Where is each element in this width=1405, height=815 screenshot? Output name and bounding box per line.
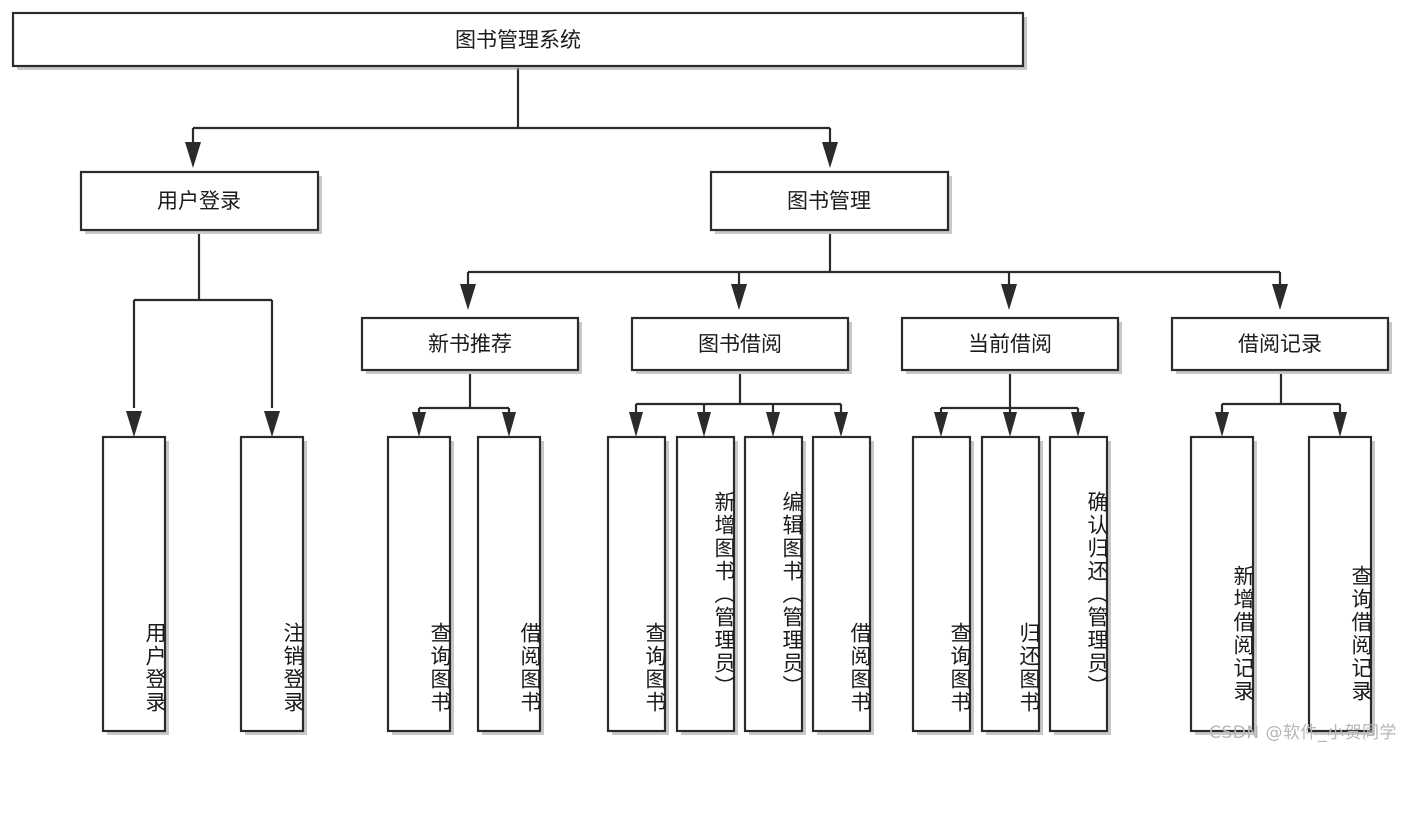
node-current-borrow-label: 当前借阅 [968, 332, 1052, 356]
arrowhead-leaf-logout [264, 411, 280, 437]
node-book-manage[interactable] [709, 170, 950, 232]
arrowhead-newbook-leaf-2 [502, 412, 516, 437]
diagram-canvas: 图书管理系统 用户登录 图书管理 新书推荐 图书借阅 当前借阅 借阅记录 [11, 11, 1397, 743]
arrowhead-book-manage [822, 142, 838, 168]
arrowhead-borrowrecord [1272, 284, 1288, 310]
arrowhead-record-leaf-2 [1333, 412, 1347, 437]
leaf-borrow-borrow[interactable] [811, 435, 872, 733]
node-new-book-recommend-label: 新书推荐 [428, 332, 512, 356]
leaf-newbook-query[interactable] [386, 435, 452, 733]
arrowhead-leaf-user-login [126, 411, 142, 437]
node-current-borrow[interactable] [900, 316, 1120, 372]
arrowhead-group [126, 142, 1347, 437]
leaf-newbook-borrow[interactable] [476, 435, 542, 733]
node-user-login[interactable] [79, 170, 320, 232]
arrowhead-borrow-leaf-4 [834, 412, 848, 437]
arrowhead-current-leaf-2 [1003, 412, 1017, 437]
arrowhead-current-leaf-3 [1071, 412, 1085, 437]
arrowhead-record-leaf-1 [1215, 412, 1229, 437]
arrowhead-borrow-leaf-2 [697, 412, 711, 437]
arrowhead-borrow-leaf-3 [766, 412, 780, 437]
node-root[interactable] [11, 11, 1025, 68]
node-book-manage-label: 图书管理 [787, 189, 871, 213]
leaf-borrow-query[interactable] [606, 435, 667, 733]
arrowhead-bookborrow [731, 284, 747, 310]
arrowhead-user-login [185, 142, 201, 168]
node-user-login-label: 用户登录 [157, 189, 241, 213]
arrowhead-borrow-leaf-1 [629, 412, 643, 437]
watermark-text: CSDN @软件_小贺同学 [1209, 723, 1397, 743]
tree-diagram-svg: 图书管理系统 用户登录 图书管理 新书推荐 图书借阅 当前借阅 借阅记录 [11, 11, 1392, 735]
leaf-borrow-add[interactable] [675, 435, 736, 733]
leaf-user-login-login[interactable] [101, 435, 167, 733]
arrowhead-newbook [460, 284, 476, 310]
node-box-group: 图书管理系统 用户登录 图书管理 新书推荐 图书借阅 当前借阅 借阅记录 [11, 11, 1390, 733]
node-book-borrow-label: 图书借阅 [698, 332, 782, 356]
node-borrow-record-label: 借阅记录 [1238, 332, 1322, 356]
node-borrow-record[interactable] [1170, 316, 1390, 372]
node-root-label: 图书管理系统 [455, 28, 581, 52]
leaf-current-return[interactable] [980, 435, 1041, 733]
node-new-book-recommend[interactable] [360, 316, 580, 372]
arrowhead-currentborrow [1001, 284, 1017, 310]
leaf-record-query[interactable] [1307, 435, 1373, 733]
leaf-user-login-logout[interactable] [239, 435, 305, 733]
node-book-borrow[interactable] [630, 316, 850, 372]
leaf-current-confirm[interactable] [1048, 435, 1109, 733]
leaf-record-add[interactable] [1189, 435, 1255, 733]
leaf-borrow-edit[interactable] [743, 435, 804, 733]
leaf-current-query[interactable] [911, 435, 972, 733]
arrowhead-current-leaf-1 [934, 412, 948, 437]
arrowhead-newbook-leaf-1 [412, 412, 426, 437]
